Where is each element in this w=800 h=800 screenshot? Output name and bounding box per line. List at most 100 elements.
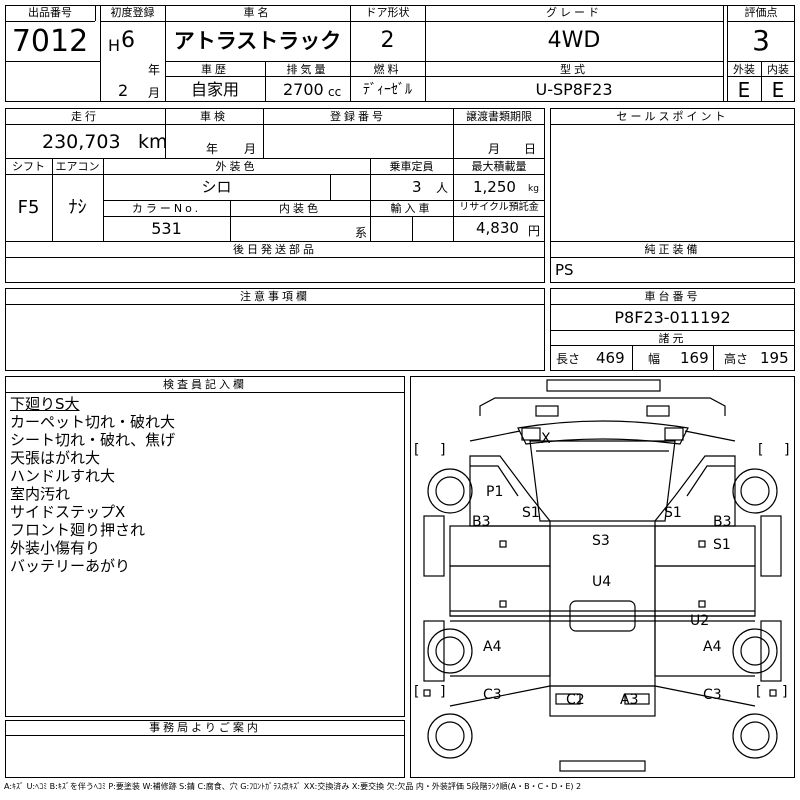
interior-color-unit: 系 [355, 226, 368, 240]
month-unit: 月 [148, 86, 161, 100]
damage-label-p1: P1 [486, 484, 504, 500]
model-label: 型式 [560, 63, 588, 76]
score-label: 評価点 [744, 6, 778, 19]
width-label: 幅 [648, 352, 661, 366]
inspector-line: 下廻りS大 [10, 395, 80, 413]
fuel-label: 燃料 [373, 63, 402, 76]
divider [550, 257, 795, 258]
divider [165, 76, 723, 77]
displacement-value: 2700 [283, 80, 324, 99]
door-type-label: ドア形状 [365, 6, 410, 19]
inspector-line: サイドステップX [10, 503, 126, 521]
mileage-value: 230,703 [42, 131, 121, 153]
inspector-line: ハンドルすれ大 [10, 467, 116, 485]
length-label: 長さ [556, 352, 581, 366]
divider [550, 345, 795, 346]
shift-value: F5 [17, 197, 40, 218]
damage-label-s1-left: S1 [522, 505, 540, 521]
lot-number-value: 7012 [11, 24, 89, 59]
divider [5, 124, 545, 125]
divider [103, 216, 545, 217]
bracket-left-bottom-close: ] [440, 684, 445, 700]
lot-number-label: 出品番号 [28, 6, 72, 19]
grade-value: 4WD [547, 28, 601, 53]
history-value: 自家用 [190, 80, 239, 99]
first-registration-label: 初度登録 [110, 6, 155, 19]
transfer-day-unit: 日 [524, 142, 537, 156]
damage-legend: A:ｷｽﾞ U:ﾍｺﾐ B:ｷｽﾞを伴うﾍｺﾐ P:要塗装 W:補修跡 S:錆 … [4, 782, 582, 791]
bracket-right-bottom-close: ] [782, 684, 787, 700]
divider [263, 108, 264, 158]
office-box [5, 720, 405, 778]
divider [550, 241, 795, 242]
damage-label-a4-left: A4 [483, 639, 502, 655]
vehicle-diagram: [ ] [ ] [ ] [ ] [414, 379, 789, 772]
divider [165, 108, 166, 158]
bracket-right-top: [ [758, 442, 763, 458]
inspection-year-unit: 年 [206, 142, 219, 156]
length-value: 469 [596, 349, 625, 367]
bracket-left-bottom: [ [414, 684, 419, 700]
seats-unit: 人 [436, 181, 449, 195]
divider [723, 5, 724, 102]
sales-point-box [550, 108, 795, 283]
inspector-line: 天張はがれ大 [10, 449, 101, 467]
divider [100, 5, 101, 102]
divider [52, 158, 53, 241]
divider [5, 21, 95, 22]
divider [761, 61, 762, 102]
year-unit: 年 [148, 63, 161, 77]
later-parts-label: 後日発送部品 [233, 243, 317, 256]
damage-label-u2: U2 [690, 613, 710, 629]
bracket-left-top-close: ] [440, 442, 445, 458]
displacement-unit: cc [328, 85, 342, 99]
color-number-value: 531 [151, 219, 182, 238]
bracket-right-top-close: ] [784, 442, 789, 458]
genuine-equipment-label: 純正装備 [644, 243, 701, 256]
divider [453, 108, 454, 158]
bracket-left-top: [ [414, 442, 419, 458]
divider [5, 735, 405, 736]
inspector-notes: 下廻りS大 カーペット切れ・破れ大 シート切れ・破れ、焦げ 天張はがれ大 ハンド… [10, 395, 400, 575]
registration-number-label: 登録番号 [330, 110, 386, 123]
sales-point-label: セールスポイント [616, 110, 729, 123]
seats-label: 乗車定員 [389, 160, 434, 173]
inspector-line: 外装小傷有り [10, 539, 101, 557]
chassis-number-value: P8F23-011192 [614, 308, 731, 327]
divider [550, 124, 795, 125]
model-value: U-SP8F23 [535, 80, 613, 99]
inspector-line: 室内汚れ [10, 485, 71, 503]
transfer-doc-label: 譲渡書類期限 [466, 110, 532, 123]
divider [5, 257, 545, 258]
door-type-value: 2 [380, 28, 395, 53]
divider [265, 61, 266, 102]
exterior-value: E [737, 78, 751, 102]
score-value: 3 [752, 24, 770, 57]
genuine-equipment-value: PS [555, 261, 574, 279]
car-name-label: 車名 [243, 6, 272, 19]
divider [370, 158, 371, 241]
notes-box [5, 288, 545, 371]
inspector-line: シート切れ・破れ、焦げ [10, 431, 176, 449]
history-label: 車歴 [201, 63, 229, 76]
mileage-unit: km [138, 131, 168, 153]
inspector-line: フロント廻り押され [10, 521, 146, 539]
divider [350, 61, 351, 102]
recycle-deposit-value: 4,830 [476, 219, 519, 237]
car-name-value: アトラストラック [173, 29, 342, 53]
divider [95, 5, 96, 21]
vehicle-info-block [5, 108, 545, 283]
damage-label-a4-right: A4 [703, 639, 722, 655]
divider [453, 158, 454, 241]
damage-label-b3-left: B3 [472, 514, 491, 530]
recycle-deposit-label: リサイクル預託金 [459, 202, 539, 213]
ac-value: ﾅｼ [68, 197, 87, 218]
interior-color-label: 内装色 [279, 202, 321, 215]
width-value: 169 [680, 349, 709, 367]
divider [350, 5, 351, 61]
height-label: 高さ [724, 352, 749, 366]
era-value: H [108, 36, 121, 55]
displacement-label: 排気量 [286, 63, 329, 76]
divider [5, 174, 545, 175]
divider [5, 392, 405, 393]
